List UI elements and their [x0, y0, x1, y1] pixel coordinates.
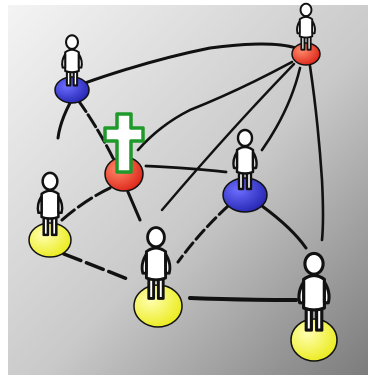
- pad-yellow: [28, 222, 72, 258]
- node-yellow-bottom-right: [290, 251, 338, 362]
- medical-cross-icon: [103, 112, 145, 174]
- node-yellow-bottom-center: [133, 226, 183, 328]
- pad-yellow: [290, 318, 338, 362]
- edge-n2-n4: [260, 66, 302, 152]
- edge-layer: [56, 42, 325, 302]
- node-blue-top-left: [54, 34, 90, 104]
- pad-blue: [222, 177, 268, 213]
- node-blue-center-right: [222, 128, 268, 213]
- node-red-center-medical: [103, 112, 145, 192]
- edge-n2-n7: [308, 64, 325, 242]
- pad-blue: [54, 76, 90, 104]
- edge-n1-n5: [56, 101, 72, 140]
- edge-n5-n6: [62, 252, 132, 282]
- edge-n6-n2-long: [160, 62, 296, 212]
- edge-n4-n7: [260, 204, 308, 250]
- node-red-top-right: [291, 2, 321, 66]
- edge-n1-n3: [76, 98, 116, 162]
- edge-n3-n6: [126, 190, 142, 222]
- pad-red: [291, 42, 321, 66]
- node-yellow-left: [28, 171, 72, 258]
- edge-n4-n6: [176, 204, 230, 264]
- edge-n3-n5: [60, 186, 112, 222]
- edge-n1-n2: [80, 42, 298, 86]
- edge-n2-n3: [136, 60, 294, 152]
- edge-n3-n4: [144, 164, 228, 174]
- edge-n6-n7: [188, 296, 298, 302]
